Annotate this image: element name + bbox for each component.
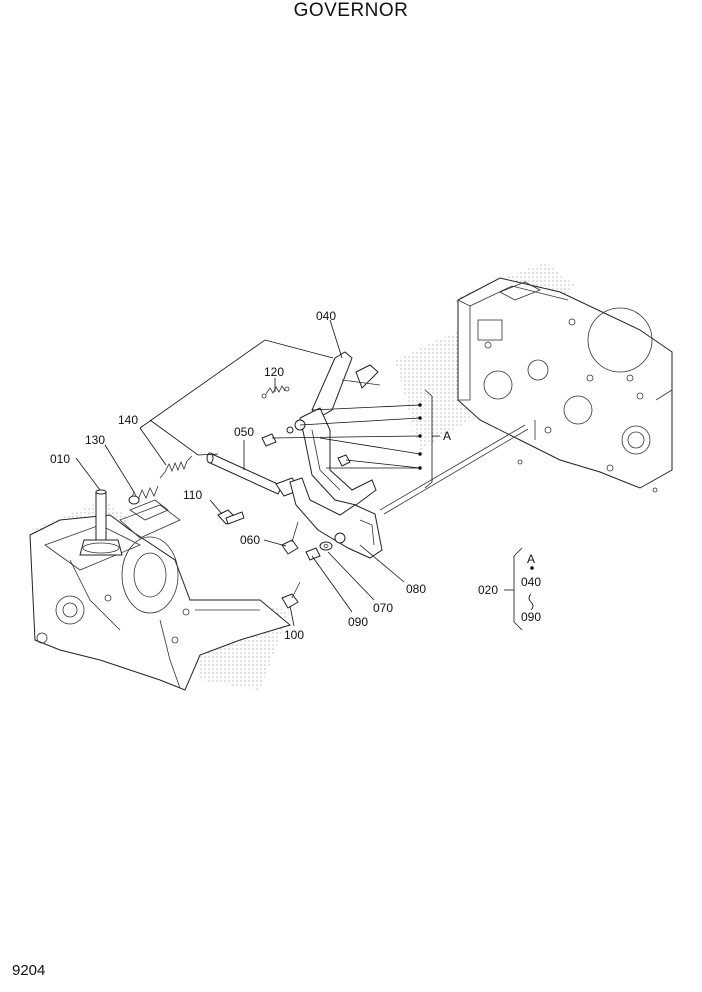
legend-assembly-number: 020: [478, 583, 498, 597]
nut-090: [305, 547, 321, 561]
lever-assembly-040: [261, 351, 381, 506]
callout-040: 040: [316, 309, 336, 323]
washer-070: [319, 541, 333, 551]
leader-lines: [75, 319, 534, 631]
callout-100: 100: [284, 628, 304, 642]
callout-090: 090: [348, 615, 368, 629]
engine-block-right: [379, 262, 673, 515]
callout-130: 130: [85, 433, 105, 447]
shaft-050: [206, 452, 301, 497]
callout-120: 120: [264, 365, 284, 379]
spring-140: [159, 455, 193, 479]
callout-labels: 010 130 140 120 040 050 110 060 100 090 …: [50, 309, 451, 642]
legend-to: 090: [521, 610, 541, 624]
callout-070: 070: [373, 601, 393, 615]
bolt-100: [281, 581, 301, 609]
shaft-010: [79, 489, 123, 556]
callout-010: 010: [50, 452, 70, 466]
callout-110: 110: [183, 488, 202, 502]
callout-140: 140: [118, 413, 138, 427]
spring-120: [261, 385, 290, 399]
bolt-060: [281, 521, 299, 555]
callout-080: 080: [406, 582, 426, 596]
bracket-080: [289, 477, 383, 559]
page-title: GOVERNOR: [293, 0, 409, 21]
page-number: 9204: [12, 962, 46, 979]
callout-060: 060: [240, 533, 260, 547]
bolt-110: [217, 509, 245, 525]
spring-130: [128, 485, 159, 505]
assembly-legend: 020 A 040 090: [478, 552, 541, 624]
callout-050: 050: [234, 425, 254, 439]
legend-from: 040: [521, 575, 541, 589]
callout-group-a: A: [443, 429, 451, 443]
legend-ref: A: [527, 552, 535, 566]
engine-block-left: [29, 499, 292, 691]
